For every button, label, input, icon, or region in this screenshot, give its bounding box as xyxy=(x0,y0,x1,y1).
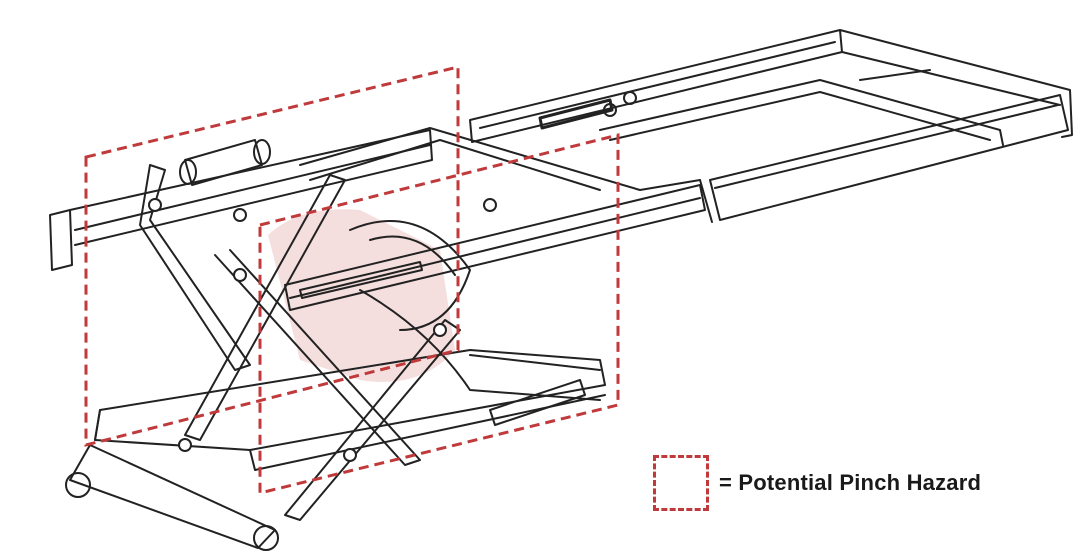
top-plate xyxy=(299,127,701,191)
pivot-bolts xyxy=(148,198,497,462)
base-frame xyxy=(94,349,606,471)
pinch-hazard-zones xyxy=(84,65,620,495)
pinch-hazard-zone-left xyxy=(84,65,460,447)
foot-bar xyxy=(65,444,279,551)
tray-frame xyxy=(599,69,1069,223)
pinch-hazard-zone-center xyxy=(258,133,620,495)
left-rail xyxy=(49,129,433,271)
hazard-legend-swatch xyxy=(653,455,709,511)
upper-rail xyxy=(469,29,1073,143)
scissor-arms xyxy=(139,164,601,521)
legend: = Potential Pinch Hazard xyxy=(653,455,981,511)
center-slide-rail xyxy=(284,184,706,311)
top-roller xyxy=(179,139,271,186)
hazard-legend-label: = Potential Pinch Hazard xyxy=(719,470,982,495)
pinch-shading xyxy=(268,209,455,382)
